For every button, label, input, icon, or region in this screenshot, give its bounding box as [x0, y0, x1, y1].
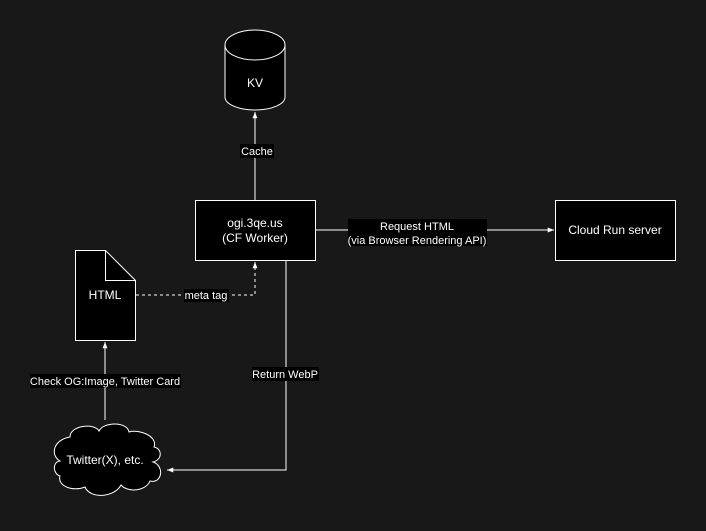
node-kv[interactable]: KV — [224, 29, 286, 111]
edge-return-webp: Return WebP — [167, 260, 319, 473]
node-cloud-run[interactable]: Cloud Run server — [555, 200, 676, 261]
node-kv-label: KV — [247, 76, 263, 90]
edge-meta-tag-label: meta tag — [185, 290, 228, 302]
node-worker[interactable]: ogi.3qe.us (CF Worker) — [195, 200, 316, 261]
edge-cache-label: Cache — [241, 146, 273, 158]
node-html-label: HTML — [89, 288, 122, 302]
node-twitter-label: Twitter(X), etc. — [66, 453, 143, 467]
node-worker-label-line2: (CF Worker) — [222, 231, 288, 245]
node-html[interactable]: HTML — [75, 250, 136, 341]
edge-request-label-line2: (via Browser Rendering API) — [348, 235, 487, 247]
edge-check-og: Check OG:Image, Twitter Card — [30, 342, 181, 420]
edge-check-og-label: Check OG:Image, Twitter Card — [30, 376, 180, 388]
edge-return-webp-label: Return WebP — [252, 369, 318, 381]
node-cloud-run-label: Cloud Run server — [568, 223, 661, 237]
node-worker-label-line1: ogi.3qe.us — [227, 216, 282, 230]
edge-request-html: Request HTML (via Browser Rendering API) — [316, 219, 554, 247]
edge-cache: Cache — [240, 112, 274, 200]
edge-request-label-line1: Request HTML — [380, 221, 454, 233]
node-twitter[interactable]: Twitter(X), etc. — [53, 423, 161, 496]
edge-meta-tag: meta tag — [136, 262, 258, 302]
